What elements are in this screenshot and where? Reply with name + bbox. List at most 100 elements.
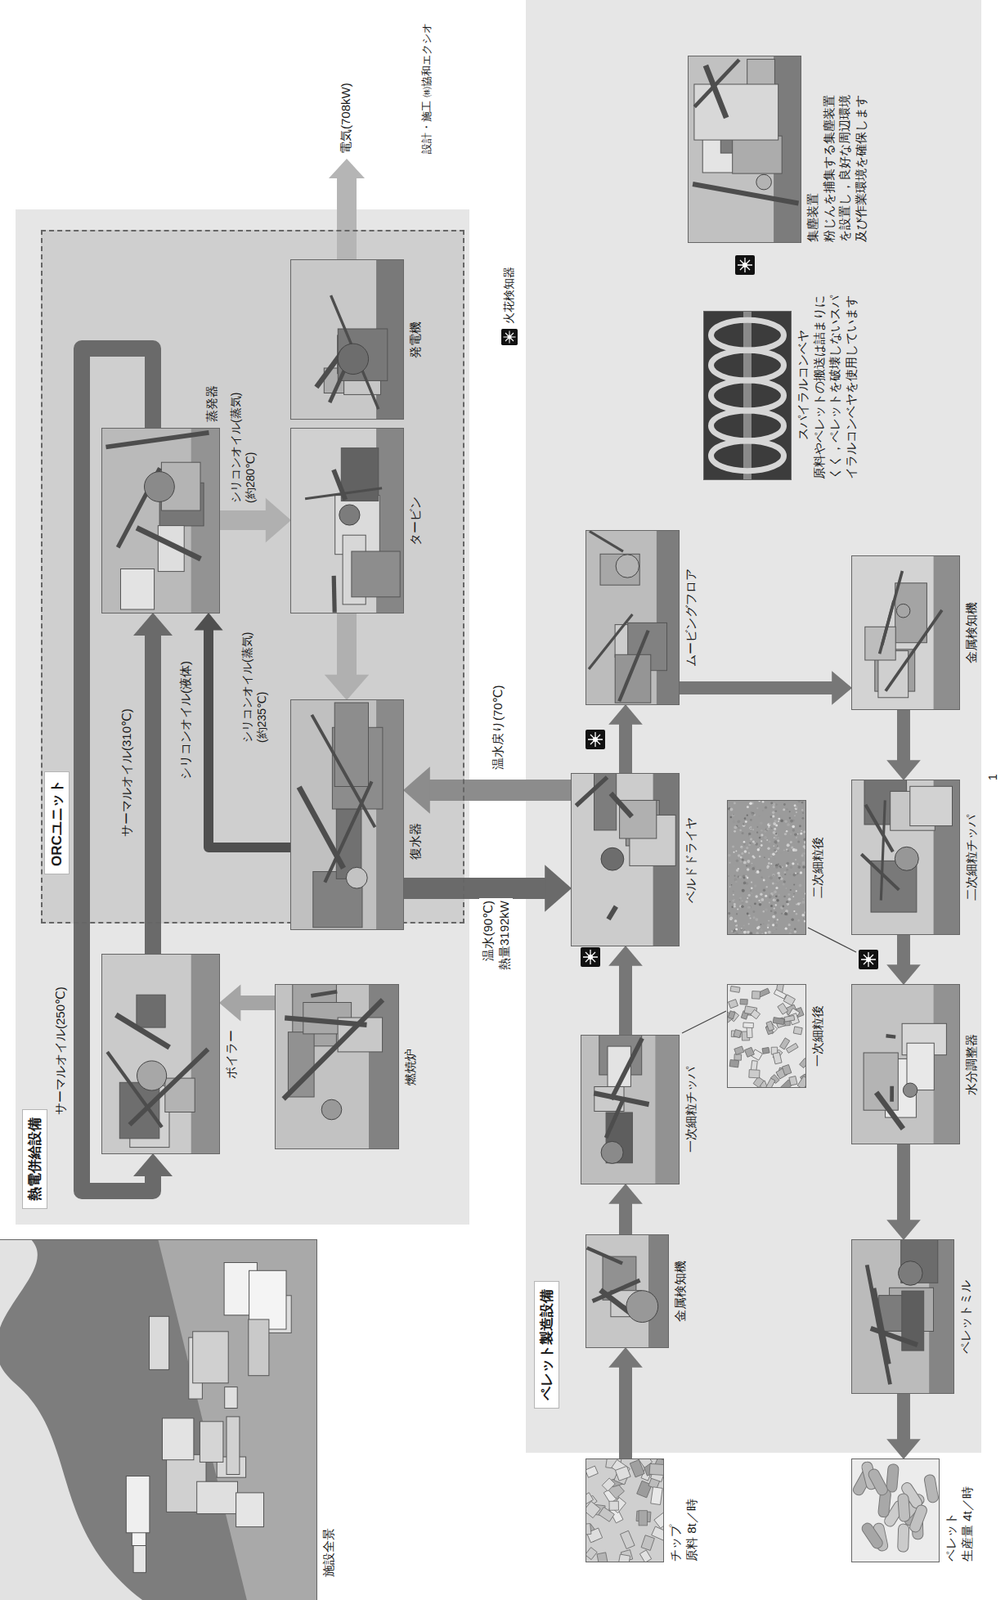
photo — [581, 1035, 679, 1184]
photo-detail — [803, 917, 805, 920]
flow-label: シリコンオイル(液体) — [176, 658, 195, 782]
photo-detail — [801, 891, 804, 893]
photo-detail — [790, 917, 795, 921]
photo-detail — [236, 1492, 265, 1527]
photo-detail — [799, 870, 803, 874]
photo-detail — [734, 1045, 745, 1055]
photo-detail — [785, 927, 788, 930]
photo-detail — [754, 842, 757, 844]
photo-detail — [731, 929, 735, 933]
photo-detail — [729, 1058, 739, 1067]
photo-detail — [732, 135, 783, 174]
photo-detail — [758, 902, 763, 907]
photo-detail — [756, 807, 759, 809]
equipment-photo-box: 水分調整器 — [852, 984, 960, 1144]
photo-detail — [752, 840, 755, 844]
photo-detail — [749, 917, 752, 920]
photo-detail — [750, 1009, 761, 1019]
photo-detail — [779, 851, 782, 854]
photo-detail — [735, 923, 737, 925]
photo-detail — [788, 897, 792, 901]
photo-detail — [601, 1477, 615, 1491]
caption-block: チップ原料 8t／時 — [667, 1458, 700, 1562]
photo-detail — [780, 865, 782, 868]
photo-detail — [291, 699, 404, 929]
caption-block: 施設全景 — [320, 1527, 337, 1577]
photo-detail — [908, 1503, 929, 1533]
photo-detail — [746, 897, 749, 899]
photo-detail — [746, 930, 750, 934]
photo-detail — [804, 892, 806, 895]
photo-detail — [733, 905, 736, 908]
photo-detail — [774, 839, 778, 844]
caption: ペレットミル — [957, 1239, 974, 1393]
photo-detail — [749, 827, 752, 830]
photo-detail — [751, 862, 754, 865]
photo-detail — [743, 924, 745, 927]
photo-detail — [106, 432, 210, 448]
photo-detail — [759, 901, 763, 904]
photo-detail — [789, 816, 792, 820]
flow-label: 温水戻り(70℃) — [489, 681, 507, 772]
photo-detail — [777, 837, 780, 839]
photo-detail — [755, 917, 759, 921]
photo-detail — [776, 871, 781, 875]
photo-detail — [291, 428, 404, 613]
photo-detail — [796, 836, 800, 840]
photo-detail — [896, 603, 911, 618]
panel-fill — [15, 209, 470, 1225]
photo-detail — [283, 999, 383, 1099]
spark-detector-icon — [585, 729, 606, 750]
photo — [852, 984, 960, 1144]
photo-detail — [786, 843, 790, 847]
photo-detail — [586, 1458, 664, 1562]
photo-detail — [794, 871, 797, 874]
flow-label: 温水(90℃) 熱量3192kW — [479, 897, 513, 985]
caption-block: 金属検知機 — [963, 556, 980, 709]
photo-detail — [759, 821, 763, 825]
photo-detail — [798, 800, 801, 803]
spark-detector-icon — [858, 949, 879, 970]
photo-detail — [761, 875, 763, 878]
arrow-head — [193, 612, 223, 631]
photo-detail — [586, 1500, 601, 1517]
photo-detail — [732, 820, 736, 824]
photo-detail — [771, 915, 776, 919]
arrow-shaft — [897, 933, 911, 965]
photo-detail — [731, 883, 733, 886]
photo-detail — [866, 1264, 890, 1384]
caption-block: ボイラー — [223, 954, 240, 1154]
photo-detail — [776, 928, 778, 930]
caption-block: 発電機 — [407, 260, 424, 419]
photo-detail — [753, 915, 756, 919]
photo-detail — [740, 927, 743, 929]
photo-detail — [894, 846, 919, 871]
photo-detail — [781, 865, 784, 868]
photo-detail — [764, 931, 768, 934]
photo-detail — [755, 931, 759, 934]
arrow-head — [608, 704, 643, 725]
photo-detail — [758, 868, 762, 871]
caption: 施設全景 — [320, 1527, 337, 1577]
photo-detail — [740, 847, 743, 849]
photo-detail — [852, 780, 960, 934]
photo-detail — [728, 999, 739, 1009]
photo-detail — [588, 614, 633, 669]
leader-line — [681, 1010, 727, 1033]
panel-fill — [525, 0, 982, 1453]
photo-detail — [775, 886, 778, 889]
arrow-shaft — [619, 964, 633, 1036]
photo-detail — [758, 836, 762, 839]
photo-detail — [802, 861, 806, 865]
photo-detail — [768, 901, 771, 904]
photo-detail — [746, 805, 750, 808]
photo-detail — [763, 835, 768, 839]
photo-detail — [762, 879, 766, 882]
photo — [586, 530, 679, 705]
photo-detail — [789, 819, 794, 823]
photo-detail — [886, 1035, 897, 1037]
photo-detail — [748, 832, 751, 835]
equipment-photo-box: スパイラルコンベヤ原料やペレットの搬送は詰まりにくく，ペレットを破壊しないスパイ… — [704, 311, 791, 480]
photo-detail — [749, 931, 754, 934]
photo-detail — [744, 849, 748, 853]
